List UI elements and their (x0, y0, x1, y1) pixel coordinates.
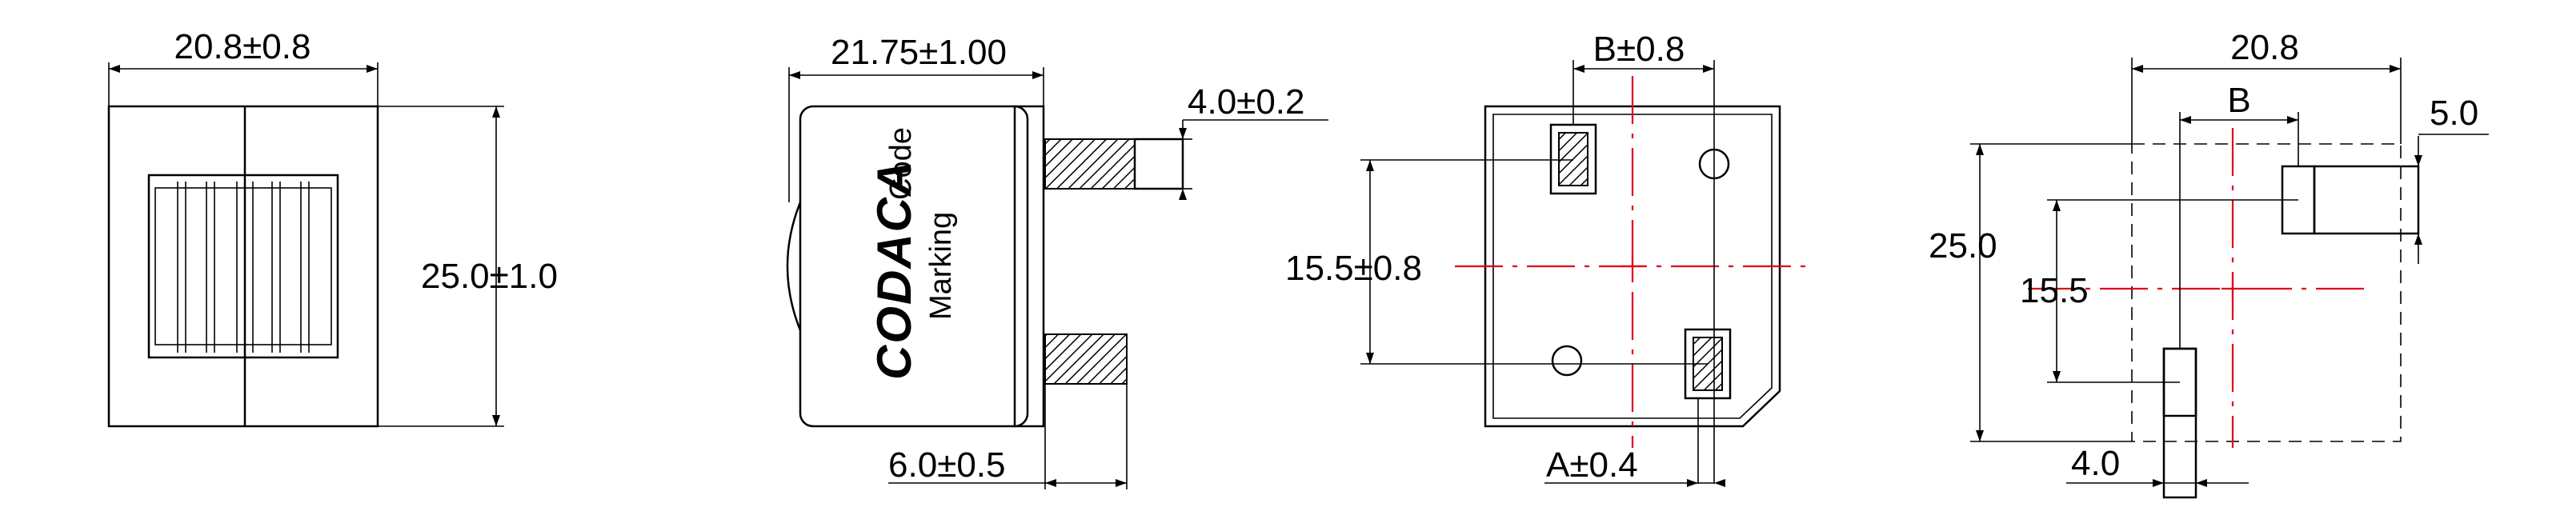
footprint-width-label: 20.8 (2230, 28, 2299, 67)
front-view-body (107, 105, 379, 428)
side-view: CODACA Code Marking 21.75±1.00 4.0±0.2 6… (786, 33, 1328, 489)
side-pin-width-dimension: 4.0±0.2 (1179, 82, 1328, 200)
bottom-a-label: A±0.4 (1546, 445, 1638, 485)
side-length-label: 21.75±1.00 (831, 33, 1007, 72)
bottom-pin-spacing-label: 15.5±0.8 (1285, 249, 1422, 288)
side-view-body (799, 105, 1029, 428)
footprint-pad-1-ext (2313, 165, 2420, 235)
front-view-core-window (147, 174, 339, 359)
footprint-outline (2131, 143, 2402, 442)
footprint-pin-spacing-dimension: 15.5 (2020, 199, 2298, 383)
side-pin-length-dimension: 6.0±0.5 (888, 384, 1128, 489)
bottom-view-hole-2 (1551, 345, 1583, 377)
bottom-a-dimension: A±0.4 (1544, 398, 1725, 487)
brand-logo-text: CODACA (867, 160, 921, 380)
marking-text: Marking (924, 212, 958, 320)
footprint-pad-height-dimension: 4.0 (2066, 416, 2249, 488)
front-width-label: 20.8±0.8 (174, 27, 311, 66)
side-view-pin-top-end (1133, 138, 1184, 190)
bottom-view: B±0.8 15.5±0.8 A±0.4 (1285, 30, 1809, 487)
footprint-width-dimension: 20.8 (2131, 28, 2402, 144)
bottom-b-dimension: B±0.8 (1572, 30, 1715, 484)
footprint-pin-spacing-label: 15.5 (2020, 271, 2089, 310)
footprint-height-label: 25.0 (1929, 226, 1997, 265)
footprint-b-dimension: B (2179, 81, 2299, 349)
bottom-pin-spacing-dimension: 15.5±0.8 (1285, 159, 1708, 365)
footprint-pad-height-label: 4.0 (2071, 444, 2120, 483)
bottom-view-body (1484, 105, 1781, 428)
side-pin-width-label: 4.0±0.2 (1188, 82, 1304, 122)
side-view-pin-bottom (1044, 333, 1128, 385)
side-view-bulge (786, 202, 802, 331)
front-view: 20.8±0.8 25.0±1.0 (107, 27, 558, 428)
footprint-height-dimension: 25.0 (1929, 143, 2132, 442)
front-height-dimension: 25.0±1.0 (378, 106, 558, 427)
footprint-pad-2-ext (2162, 347, 2197, 499)
side-pin-length-label: 6.0±0.5 (888, 445, 1005, 485)
front-view-windings (177, 182, 310, 353)
footprint-pad-width-label: 5.0 (2430, 94, 2478, 133)
bottom-view-body-inner (1492, 114, 1773, 419)
side-view-pin-top (1044, 138, 1136, 190)
front-height-label: 25.0±1.0 (421, 257, 558, 296)
side-view-base (1013, 105, 1045, 428)
footprint-view: 20.8 B 5.0 25.0 (1929, 28, 2489, 499)
footprint-b-label: B (2227, 81, 2250, 120)
bottom-b-label: B±0.8 (1593, 30, 1685, 69)
front-width-dimension: 20.8±0.8 (108, 27, 379, 106)
side-length-dimension: 21.75±1.00 (788, 33, 1044, 202)
footprint-pad-width-dimension: 5.0 (2414, 94, 2489, 264)
front-view-core-inner (154, 187, 332, 345)
marking-code-text: Code (884, 127, 918, 200)
